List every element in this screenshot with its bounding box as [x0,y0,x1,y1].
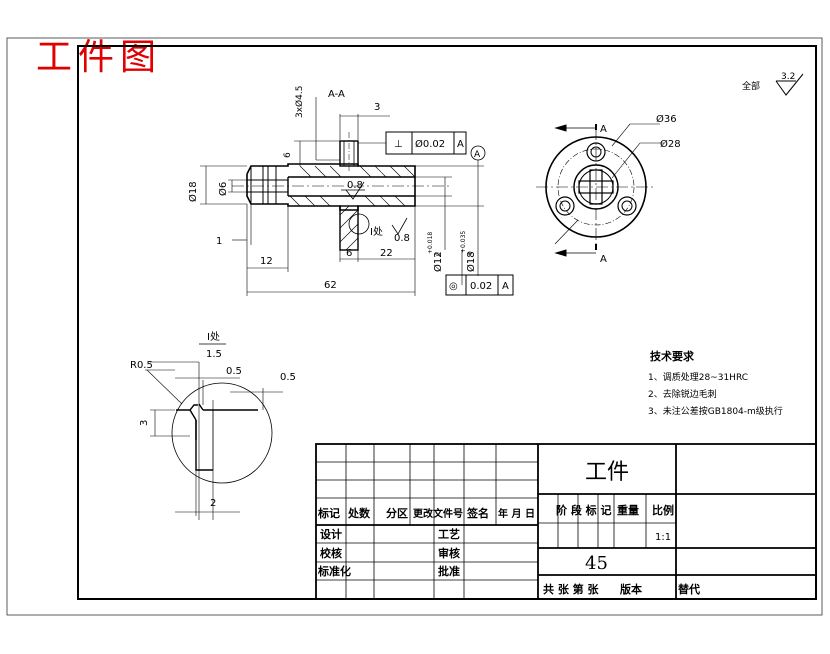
tech-item-3: 3、未注公差按GB1804-m级执行 [648,405,783,417]
side-section-mark-bottom: A [600,254,607,265]
dim-tol-od18-lower: 0 [467,251,474,255]
dim-6-bottom: 6 [346,248,352,259]
side-view [536,123,664,257]
side-section-mark-top: A [600,124,607,135]
perp-value: Ø0.02 [415,138,445,150]
concentricity-frame: ◎ 0.02 A [445,274,514,296]
rev-header-count: 处数 [347,506,371,520]
dim-6-top: 6 [283,152,293,158]
part-name: 工件 [585,460,629,485]
tech-heading: 技术要求 [650,349,695,363]
dim-12: 12 [260,256,273,267]
dim-tol-od18: Ø18 [465,251,477,272]
detail-dim-3: 3 [139,420,150,426]
material: 45 [585,553,608,574]
conc-symbol: ◎ [449,281,458,292]
dim-3: 3 [374,102,380,113]
roughness-value: 3.2 [781,72,795,82]
main-dim-lines [200,97,484,296]
rev-header-date: 年 月 日 [498,507,535,520]
rev-header-zone: 分区 [386,506,408,520]
rev-header-doc: 更改文件号 [413,507,463,520]
dim-od18: Ø18 [187,181,199,202]
rev-header-sign: 签名 [466,506,489,520]
roughness-note: 全部 3.2 [742,72,804,96]
dim-tol-od18-upper: +0.035 [460,231,467,253]
role-review: 审核 [438,546,460,560]
role-design: 设计 [320,527,342,541]
section-label: A-A [328,89,345,100]
dim-1: 1 [216,236,222,247]
sheets-label: 共 张 第 张 [543,582,599,596]
scale-value: 1:1 [655,532,671,543]
dim-tol-od12-lower: 0 [435,252,442,256]
role-process: 工艺 [438,527,460,541]
roughness-bore: 0.8 [347,180,363,191]
roughness-label: 全部 [742,80,760,92]
rev-header-mark: 标记 [317,506,340,520]
detail-dim-2: 2 [210,498,216,509]
detail-dim-05b: 0.5 [280,372,296,383]
replaces-label: 替代 [678,582,700,596]
dim-62: 62 [324,280,337,291]
stage-header: 阶 段 标 记 [556,503,612,517]
dim-od28: Ø28 [660,138,681,150]
detail-scale: 1.5 [206,349,222,360]
perp-datum: A [457,139,464,150]
scale-header: 比例 [652,503,674,517]
title-block [315,443,817,600]
conc-datum: A [502,281,509,292]
detail-label: I处 [207,331,220,343]
detail-callout: I处 [370,226,383,238]
drawing-title: 工件图 [36,37,163,78]
dim-22: 22 [380,248,393,259]
roughness-step: 0.8 [394,233,410,244]
perpendicularity-frame: ⊥ Ø0.02 A [385,131,467,155]
role-check: 校核 [320,546,342,560]
tech-item-2: 2、去除锐边毛刺 [648,388,717,400]
dim-thread: 3xØ4.5 [294,86,305,118]
datum-a: A [474,150,481,160]
role-standard: 标准化 [317,564,351,578]
conc-value: 0.02 [470,281,492,292]
perp-symbol: ⊥ [394,139,403,150]
tech-item-1: 1、调质处理28~31HRC [648,371,748,383]
main-section-view [232,132,452,251]
detail-view [145,343,283,520]
dim-tol-od12: Ø12 [432,251,444,272]
role-approve: 批准 [438,564,460,578]
dim-od36: Ø36 [656,113,677,125]
weight-header: 重量 [617,503,639,517]
detail-dim-r05: R0.5 [130,360,153,371]
outer-border [6,37,823,616]
detail-dim-05a: 0.5 [226,366,242,377]
version-label: 版本 [620,582,642,596]
dim-tol-od12-upper: +0.018 [427,232,434,254]
dim-od6: Ø6 [217,182,229,196]
